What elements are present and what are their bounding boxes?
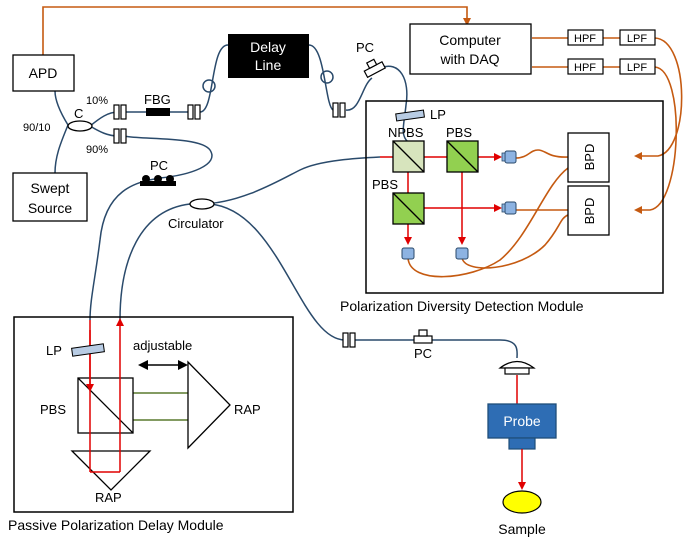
coupler-to-apd-fiber: [54, 90, 69, 126]
pc-bottom-label: PC: [414, 346, 432, 361]
apd-to-computer-line: [42, 6, 471, 55]
hpf-2: HPF: [567, 58, 604, 75]
detector-3: [401, 247, 415, 260]
pbs-delay-label: PBS: [40, 402, 66, 417]
pbs-delay-cube: [77, 377, 134, 434]
connector-fbg-out: [187, 104, 201, 120]
rap-right: [187, 360, 231, 450]
fiber-loop-2: [320, 70, 334, 84]
adjustable-label: adjustable: [133, 338, 192, 353]
lp-pdd: [395, 109, 425, 122]
detector-4: [455, 247, 469, 260]
swept-source-box: Swept Source: [12, 172, 88, 222]
apd-label: APD: [29, 65, 58, 81]
connector-delay-out: [332, 102, 346, 118]
hpf-2-label: HPF: [574, 62, 596, 74]
lpf-2-label: LPF: [627, 62, 647, 74]
swept-label-1: Swept: [31, 180, 70, 196]
probe-label: Probe: [503, 413, 541, 429]
rap-bottom: [70, 450, 152, 491]
delay-label-2: Line: [255, 57, 282, 73]
pbs-top-label: PBS: [446, 125, 472, 140]
coupler: [67, 120, 93, 132]
collimator: [498, 360, 536, 375]
bpd-2-label: BPD: [582, 198, 597, 225]
fbg: [146, 108, 170, 116]
circulator-to-sample-fiber: [209, 203, 346, 341]
to-pc-fiber: [345, 77, 373, 111]
npbs-label: NPBS: [388, 125, 424, 140]
sample-label: Sample: [498, 521, 546, 537]
ppd-module-box: [13, 316, 294, 513]
ratio-90-label: 90%: [86, 144, 108, 156]
pbs-cube-top: [446, 140, 479, 173]
delay-label-1: Delay: [250, 39, 286, 55]
lpf-1: LPF: [619, 29, 656, 46]
ratio-10-label: 10%: [86, 95, 108, 107]
probe: Probe: [487, 403, 557, 450]
fbg-label: FBG: [144, 92, 171, 107]
coupler-to-source-fiber: [54, 124, 69, 174]
to-collimator-fiber: [499, 339, 518, 359]
pbs-cube-bottom: [392, 192, 425, 225]
pc-top-label: PC: [356, 40, 374, 55]
fiber-loop-1: [202, 79, 216, 93]
pc-middle: [140, 175, 176, 186]
detector-1: [501, 150, 517, 164]
computer-label-2: with DAQ: [439, 51, 499, 67]
pc-bottom: [413, 329, 433, 344]
ppd-module-label: Passive Polarization Delay Module: [8, 517, 224, 533]
lpf-2: LPF: [619, 58, 656, 75]
delay-line-box: Delay Line: [228, 34, 309, 78]
det-cable-4: [461, 214, 569, 269]
bpd-2: BPD: [567, 185, 610, 236]
lp-ppd-label: LP: [46, 343, 62, 358]
bpd-1-label: BPD: [582, 144, 597, 171]
pdd-module-box: [365, 100, 664, 294]
connector-sample: [342, 332, 356, 348]
pc-top: [363, 58, 387, 79]
circulator-up-fiber: [119, 203, 191, 321]
rap-right-label: RAP: [234, 402, 261, 417]
from-delay-fiber: [308, 44, 334, 111]
lpf1-to-bpd1-line: [634, 37, 683, 160]
det-cable-3: [407, 167, 569, 278]
sample: [502, 490, 542, 514]
pc-to-npbs-fiber: [379, 65, 409, 143]
lpf-1-label: LPF: [627, 33, 647, 45]
computer-box: Computer with DAQ: [409, 23, 532, 75]
bpd-1: BPD: [567, 132, 610, 183]
pbs-bottom-label: PBS: [372, 177, 398, 192]
coupler-ratio-label: 90/10: [23, 122, 51, 134]
electrical-lines: [42, 6, 683, 278]
apd-box: APD: [12, 54, 75, 92]
lp-ppd: [71, 343, 105, 357]
rap-bottom-label: RAP: [95, 490, 122, 505]
pdd-module-label: Polarization Diversity Detection Module: [340, 298, 584, 314]
circulator: [189, 198, 215, 210]
hpf-1-label: HPF: [574, 33, 596, 45]
coupler-c-label: C: [74, 106, 83, 121]
det-cable-1: [515, 149, 569, 159]
pc-middle-label: PC: [150, 158, 168, 173]
connector-10: [113, 104, 127, 120]
computer-label-1: Computer: [439, 32, 501, 48]
circulator-label: Circulator: [168, 216, 224, 231]
detector-2: [501, 201, 517, 215]
lpf2-to-bpd2-line: [634, 66, 678, 214]
hpf-1: HPF: [567, 29, 604, 46]
swept-label-2: Source: [28, 200, 73, 216]
npbs-cube: [392, 140, 425, 173]
to-delay-fiber: [199, 44, 229, 113]
circulator-to-npbs-fiber: [199, 156, 381, 205]
connector-90: [113, 128, 127, 144]
lp-pdd-label: LP: [430, 107, 446, 122]
